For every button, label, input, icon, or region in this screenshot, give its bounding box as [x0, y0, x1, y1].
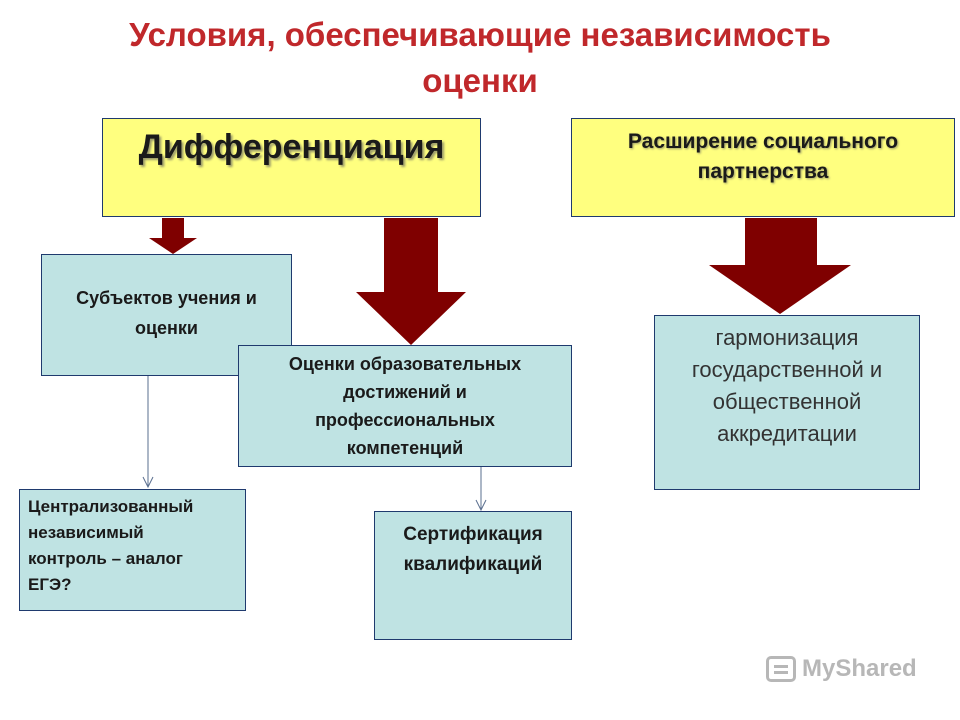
title-line-1: Условия, обеспечивающие независимость [129, 16, 831, 53]
harmonization-line-3: общественной [712, 389, 862, 414]
harmonization-text: гармонизация государственной и обществен… [692, 322, 882, 450]
achievements-line-3: профессиональных [315, 410, 495, 430]
diagram-title: Условия, обеспечивающие независимость оц… [40, 12, 920, 104]
arrow-to-harmonization [709, 218, 851, 314]
title-line-2: оценки [422, 62, 538, 99]
harmonization-box: гармонизация государственной и обществен… [654, 315, 920, 490]
watermark: MyShared [766, 655, 917, 683]
harmonization-line-1: гармонизация [715, 325, 859, 350]
partnership-line-1: Расширение социального [627, 130, 899, 153]
line-to-certification [475, 467, 487, 512]
centralized-text: Централизованный независимый контроль – … [28, 494, 193, 598]
achievements-line-1: Оценки образовательных [288, 354, 522, 374]
certification-line-2: квалификаций [403, 554, 543, 575]
subjects-text: Субъектов учения и оценки [76, 283, 257, 343]
subjects-line-2: оценки [134, 318, 199, 338]
centralized-line-4: ЕГЭ? [28, 575, 72, 594]
line-to-centralized [142, 376, 154, 489]
centralized-line-3: контроль – аналог [28, 549, 183, 568]
presentation-icon [766, 656, 796, 682]
achievements-line-4: компетенций [346, 438, 464, 458]
certification-line-1: Сертификация [403, 524, 543, 545]
achievements-box: Оценки образовательных достижений и проф… [238, 345, 572, 467]
partnership-line-2: партнерства [697, 160, 829, 183]
arrow-to-achievements [356, 218, 466, 345]
watermark-text: MyShared [802, 655, 917, 682]
partnership-text: Расширение социального партнерства [628, 127, 898, 187]
centralized-line-1: Централизованный [28, 497, 194, 516]
certification-box: Сертификация квалификаций [374, 511, 572, 640]
differentiation-box: Дифференциация [102, 118, 481, 217]
differentiation-label: Дифференциация [138, 128, 445, 166]
centralized-box: Централизованный независимый контроль – … [19, 489, 246, 611]
partnership-box: Расширение социального партнерства [571, 118, 955, 217]
achievements-line-2: достижений и [343, 382, 467, 402]
harmonization-line-4: аккредитации [717, 421, 857, 446]
harmonization-line-2: государственной и [691, 357, 883, 382]
arrow-to-subjects [149, 218, 197, 254]
centralized-line-2: независимый [28, 523, 144, 542]
certification-text: Сертификация квалификаций [403, 520, 542, 580]
subjects-line-1: Субъектов учения и [76, 288, 257, 308]
achievements-text: Оценки образовательных достижений и проф… [289, 350, 521, 462]
